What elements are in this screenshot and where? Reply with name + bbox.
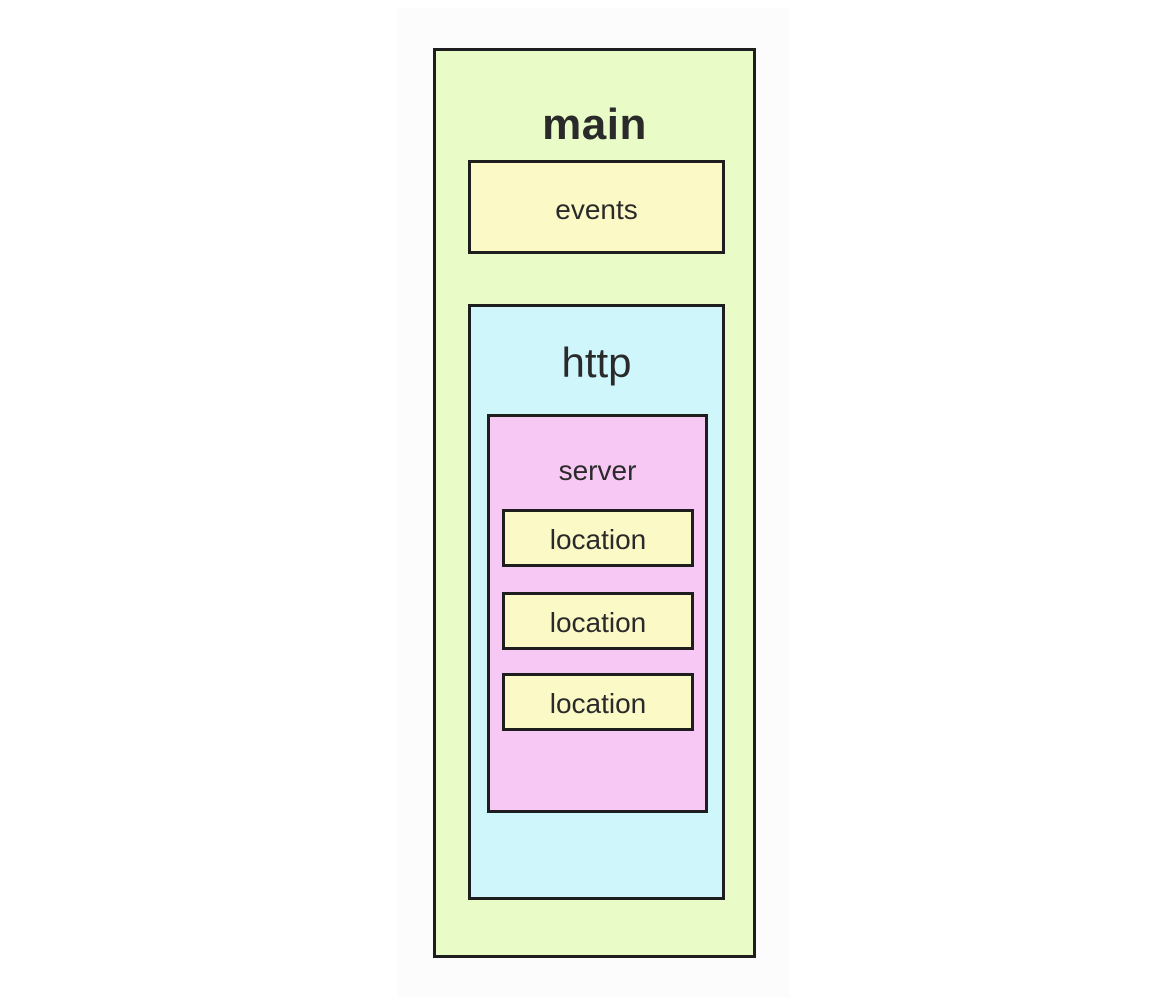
server-context-label: server	[558, 455, 637, 486]
server-context-box: server location location location	[487, 414, 708, 813]
events-context-label: events	[555, 194, 638, 225]
location-context-box-2: location	[502, 592, 694, 650]
location-context-label-1: location	[549, 524, 647, 555]
location-context-box-1: location	[502, 509, 694, 567]
events-context-box: events	[468, 160, 725, 254]
main-context-label: main	[542, 100, 647, 149]
http-context-label: http	[561, 339, 632, 386]
http-context-box: http server location location location	[468, 304, 725, 900]
location-context-label-2: location	[549, 607, 647, 638]
location-context-box-3: location	[502, 673, 694, 731]
location-context-label-3: location	[549, 688, 647, 719]
main-context-box: main events http server location locatio…	[433, 48, 756, 958]
